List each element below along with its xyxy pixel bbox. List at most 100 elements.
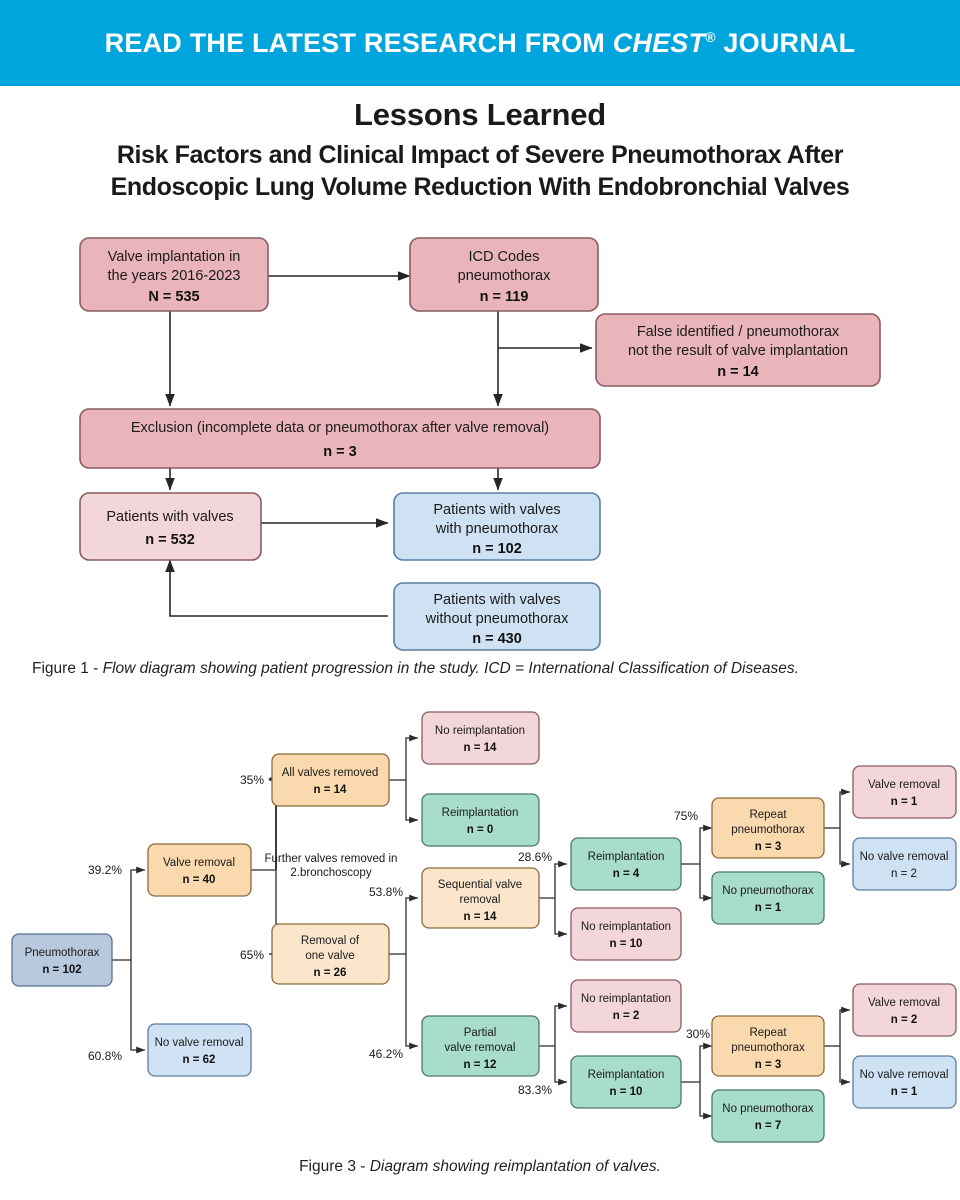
fig3-node-no-reimplantation-10: No reimplantation n = 10 [570, 907, 682, 961]
node-line: Reimplantation [588, 1069, 665, 1081]
node-line: No valve removal [860, 851, 949, 863]
registered-trademark-icon: ® [705, 28, 716, 45]
node-line: Valve removal [163, 857, 235, 869]
annotation-further-valves-line2: 2.bronchoscopy [290, 867, 371, 879]
eyebrow-lessons-learned: Lessons Learned [354, 97, 606, 132]
node-line: Valve removal [868, 779, 940, 791]
banner-journal-name: CHEST [612, 27, 706, 58]
node-line: with pneumothorax [435, 521, 559, 537]
node-count: n = 12 [464, 1059, 497, 1071]
node-line: Patients with valves [433, 592, 560, 608]
node-line: Valve removal [868, 997, 940, 1009]
node-count: N = 535 [148, 289, 199, 305]
node-count: n = 3 [755, 1059, 782, 1071]
node-line: pneumothorax [458, 268, 551, 284]
figure-3-reimplantation-diagram: 39.2% 60.8% 35% 65% 53.8% 46.2% 28.6% 83… [0, 698, 960, 1150]
node-line: pneumothorax [731, 1042, 805, 1054]
node-line: Repeat [749, 809, 787, 821]
figure-1-caption-lead: Figure 1 - [32, 660, 103, 677]
node-count: n = 1 [891, 1086, 918, 1098]
banner-prefix: READ THE LATEST RESEARCH FROM [104, 27, 613, 58]
figure-3-caption: Figure 3 - Diagram showing reimplantatio… [0, 1158, 960, 1176]
node-line: one valve [305, 950, 354, 962]
node-count: n = 10 [610, 1086, 643, 1098]
node-count: n = 26 [314, 967, 347, 979]
node-line: All valves removed [282, 767, 379, 779]
node-line: pneumothorax [731, 824, 805, 836]
fig3-node-repeat-pneumothorax-top: Repeat pneumothorax n = 3 [711, 797, 825, 859]
pct-partial: 46.2% [369, 1047, 403, 1061]
node-line: No valve removal [155, 1037, 244, 1049]
fig3-node-valve-removal-2: Valve removal n = 2 [852, 983, 957, 1037]
fig1-node-patients-with-valves: Patients with valves n = 532 [79, 492, 262, 561]
fig3-node-removal-one-valve-26: Removal of one valve n = 26 [271, 923, 390, 985]
node-count: n = 430 [472, 631, 522, 647]
node-line: Partial [464, 1027, 497, 1039]
node-count: n = 14 [464, 911, 498, 923]
fig3-node-no-valve-removal-62: No valve removal n = 62 [147, 1023, 252, 1077]
node-line: not the result of valve implantation [628, 343, 848, 359]
node-count: n = 4 [613, 868, 640, 880]
node-line: No pneumothorax [722, 1103, 814, 1115]
pct-reimplantation-10: 83.3% [518, 1083, 552, 1097]
figure-1-caption-body: Flow diagram showing patient progression… [102, 660, 799, 677]
node-count: n = 7 [755, 1120, 782, 1132]
node-line: without pneumothorax [425, 611, 569, 627]
fig3-node-no-pneumothorax-1: No pneumothorax n = 1 [711, 871, 825, 925]
fig3-node-reimplantation-0: Reimplantation n = 0 [421, 793, 540, 847]
fig3-node-repeat-pneumothorax-bottom: Repeat pneumothorax n = 3 [711, 1015, 825, 1077]
node-line: Reimplantation [588, 851, 665, 863]
node-count: n = 102 [42, 964, 81, 976]
node-line: valve removal [445, 1042, 516, 1054]
node-line: Valve implantation in [108, 249, 241, 265]
pct-repeat-bottom: 30% [686, 1027, 710, 1041]
fig1-node-exclusion: Exclusion (incomplete data or pneumothor… [79, 408, 601, 469]
node-line: Repeat [749, 1027, 787, 1039]
node-line: Sequential valve [438, 879, 522, 891]
figure-3-caption-lead: Figure 3 - [299, 1158, 370, 1175]
fig3-node-sequential-valve-removal-14: Sequential valve removal n = 14 [421, 867, 540, 929]
node-count: n = 119 [480, 289, 529, 305]
node-line: Exclusion (incomplete data or pneumothor… [131, 420, 549, 436]
pct-sequential: 53.8% [369, 885, 403, 899]
node-count: n = 1 [755, 902, 782, 914]
fig1-node-valve-implantation: Valve implantation in the years 2016-202… [79, 237, 269, 312]
node-count: n = 14 [314, 784, 348, 796]
node-count: n = 10 [610, 938, 643, 950]
banner-suffix: JOURNAL [715, 27, 856, 58]
node-line: No reimplantation [581, 921, 671, 933]
fig3-node-valve-removal-1: Valve removal n = 1 [852, 765, 957, 819]
page-title-line-2: Endoscopic Lung Volume Reduction With En… [110, 173, 850, 202]
pct-repeat-top: 75% [674, 809, 698, 823]
node-count: n = 1 [891, 796, 918, 808]
node-count: n = 3 [755, 841, 782, 853]
node-line: No pneumothorax [722, 885, 814, 897]
fig3-node-no-valve-removal-2: No valve removal n = 2 [852, 837, 957, 891]
node-line: No valve removal [860, 1069, 949, 1081]
annotation-further-valves-line1: Further valves removed in [265, 853, 398, 865]
node-line: Pneumothorax [25, 947, 100, 959]
node-line: Patients with valves [106, 509, 233, 525]
node-line: Reimplantation [442, 807, 519, 819]
fig1-node-without-pneumothorax: Patients with valves without pneumothora… [393, 582, 601, 651]
fig1-node-with-pneumothorax: Patients with valves with pneumothorax n… [393, 492, 601, 561]
node-count: n = 40 [183, 874, 216, 886]
node-line: No reimplantation [435, 725, 525, 737]
node-line: No reimplantation [581, 993, 671, 1005]
node-count: n = 3 [323, 444, 356, 460]
node-count: n = 102 [472, 541, 522, 557]
pct-valve-removal: 39.2% [88, 863, 122, 877]
fig3-node-no-reimplantation-14: No reimplantation n = 14 [421, 711, 540, 765]
node-line: removal [460, 894, 501, 906]
chest-journal-banner: READ THE LATEST RESEARCH FROM CHEST® JOU… [0, 0, 960, 86]
figure-1-flow-diagram: Valve implantation in the years 2016-202… [0, 228, 960, 658]
node-line: False identified / pneumothorax [637, 324, 840, 340]
fig1-node-icd-codes: ICD Codes pneumothorax n = 119 [409, 237, 599, 312]
fig3-node-no-valve-removal-1: No valve removal n = 1 [852, 1055, 957, 1109]
figure-3-caption-body: Diagram showing reimplantation of valves… [369, 1158, 661, 1175]
fig3-node-no-pneumothorax-7: No pneumothorax n = 7 [711, 1089, 825, 1143]
banner-title: READ THE LATEST RESEARCH FROM CHEST® JOU… [105, 28, 856, 59]
node-count: n = 14 [717, 364, 759, 380]
pct-reimplantation-4: 28.6% [518, 850, 552, 864]
node-line: ICD Codes [469, 249, 540, 265]
